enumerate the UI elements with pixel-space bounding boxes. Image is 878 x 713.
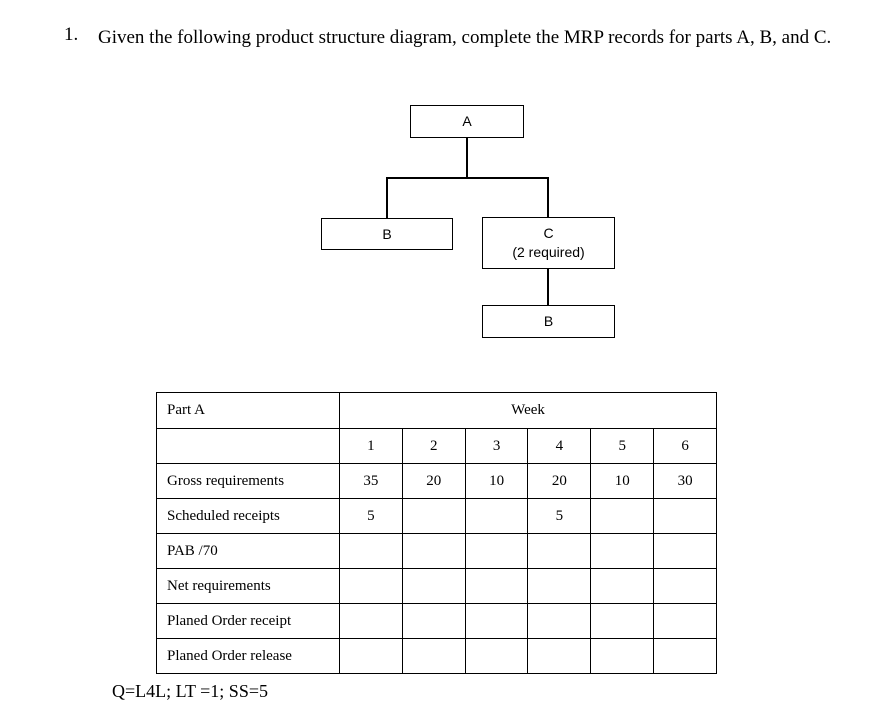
row-label: Scheduled receipts [156,498,340,534]
table-cell[interactable] [339,638,403,674]
row-label: Planed Order release [156,638,340,674]
table-cell[interactable] [401,498,466,534]
table-header-row: Part A Week [156,392,717,429]
week-label: Week [339,392,717,429]
table-cell[interactable] [653,568,717,604]
node-c: C (2 required) [482,217,615,269]
table-cell[interactable] [401,533,466,569]
week-row-label [156,428,340,464]
table-cell[interactable] [590,498,655,534]
question-number: 1. [64,24,79,45]
week-number: 2 [401,428,466,464]
table-cell[interactable] [590,638,655,674]
table-cell[interactable] [464,533,529,569]
table-row-planned-order-release: Planed Order release [156,638,717,674]
table-cell[interactable]: 5 [339,498,403,534]
week-number: 1 [339,428,403,464]
table-cell[interactable] [401,603,466,639]
row-label: PAB /70 [156,533,340,569]
node-c-child-b-label: B [543,313,554,329]
node-c-label: C [543,225,554,241]
table-row-scheduled-receipts: Scheduled receipts 5 5 [156,498,717,534]
table-cell[interactable] [527,568,592,604]
connector-to-c [547,177,549,218]
table-cell[interactable] [464,603,529,639]
connector-horizontal [386,177,548,179]
table-row-pab: PAB /70 [156,533,717,569]
week-number: 3 [464,428,529,464]
row-label: Planed Order receipt [156,603,340,639]
table-cell[interactable] [527,533,592,569]
table-cell[interactable]: 10 [590,463,655,499]
table-cell[interactable]: 20 [401,463,466,499]
table-cell[interactable] [464,638,529,674]
table-cell[interactable] [590,533,655,569]
table-cell[interactable] [653,533,717,569]
table-cell[interactable] [339,533,403,569]
connector-to-b [386,177,388,219]
connector-a-down [466,138,468,178]
table-cell[interactable]: 10 [464,463,529,499]
table-cell[interactable] [653,638,717,674]
row-label: Gross requirements [156,463,340,499]
mrp-table: Part A Week 1 2 3 4 5 6 Gross requiremen… [156,392,717,674]
table-cell[interactable] [653,603,717,639]
node-c-quantity: (2 required) [512,244,585,260]
node-b: B [321,218,453,250]
node-a: A [410,105,524,138]
table-row-planned-order-receipt: Planed Order receipt [156,603,717,639]
connector-c-down [547,269,549,306]
table-cell[interactable] [527,603,592,639]
table-cell[interactable] [590,568,655,604]
node-c-child-b: B [482,305,615,338]
table-cell[interactable]: 5 [527,498,592,534]
table-cell[interactable] [464,498,529,534]
node-b-label: B [382,225,392,242]
table-cell[interactable] [339,568,403,604]
week-number: 6 [653,428,717,464]
table-cell[interactable] [339,603,403,639]
table-cell[interactable]: 20 [527,463,592,499]
table-cell[interactable] [464,568,529,604]
week-number: 5 [590,428,655,464]
row-label: Net requirements [156,568,340,604]
table-cell[interactable] [401,568,466,604]
part-label: Part A [156,392,340,429]
table-row-gross-requirements: Gross requirements 35 20 10 20 10 30 [156,463,717,499]
table-cell[interactable]: 30 [653,463,717,499]
table-cell[interactable] [590,603,655,639]
table-cell[interactable] [527,638,592,674]
table-cell[interactable] [653,498,717,534]
question-text: Given the following product structure di… [98,27,832,48]
parameters-note: Q=L4L; LT =1; SS=5 [112,681,268,701]
table-cell[interactable]: 35 [339,463,403,499]
week-number: 4 [527,428,592,464]
node-a-label: A [462,113,472,129]
table-cell[interactable] [401,638,466,674]
table-row-net-requirements: Net requirements [156,568,717,604]
week-number-row: 1 2 3 4 5 6 [156,428,717,464]
